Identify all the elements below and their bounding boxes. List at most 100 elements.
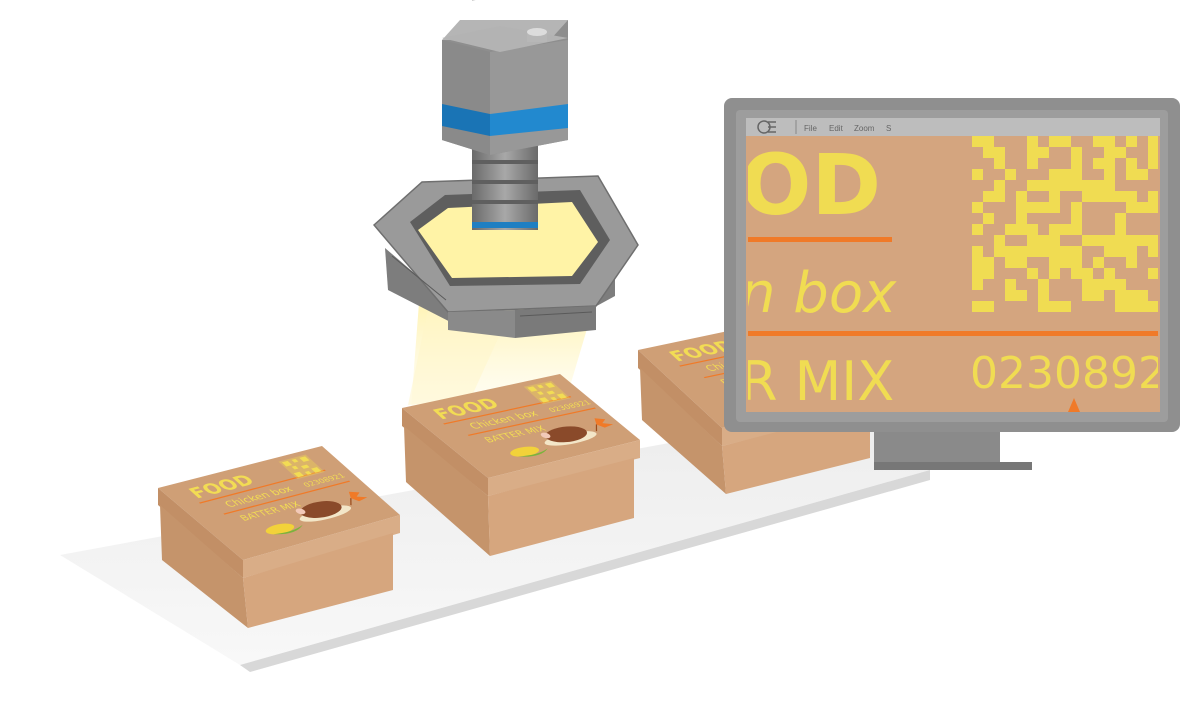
menu-file[interactable]: File bbox=[804, 124, 817, 133]
box-lid-side bbox=[158, 488, 243, 578]
qr-module bbox=[1027, 268, 1038, 279]
ring-light-icon bbox=[372, 175, 639, 338]
qr-module bbox=[1060, 301, 1071, 312]
qr-module bbox=[1038, 279, 1049, 290]
qr-module bbox=[1049, 180, 1060, 191]
qr-module bbox=[1137, 290, 1148, 301]
qr-module bbox=[1071, 158, 1082, 169]
qr-module bbox=[1049, 136, 1060, 147]
qr-module bbox=[994, 158, 1005, 169]
qr-module bbox=[1049, 191, 1060, 202]
qr-module bbox=[1049, 224, 1060, 235]
qr-module bbox=[972, 257, 983, 268]
qr-module bbox=[1005, 290, 1016, 301]
qr-module bbox=[994, 180, 1005, 191]
qr-module bbox=[1071, 180, 1082, 191]
qr-module bbox=[1104, 235, 1115, 246]
qr-module bbox=[1137, 301, 1148, 312]
qr-module bbox=[1060, 169, 1071, 180]
box-lid-side bbox=[638, 350, 722, 446]
qr-module bbox=[994, 147, 1005, 158]
roast-chicken-icon bbox=[295, 501, 352, 522]
qr-module bbox=[1093, 191, 1104, 202]
food-box-2: FOOD Chicken box BATTER MIX 02308921 bbox=[402, 374, 640, 556]
qr-module bbox=[1082, 268, 1093, 279]
qr-module bbox=[983, 268, 994, 279]
camera-icon bbox=[442, 0, 568, 230]
qr-module bbox=[1016, 202, 1027, 213]
qr-module bbox=[1049, 301, 1060, 312]
qr-module bbox=[1071, 213, 1082, 224]
qr-module bbox=[1148, 136, 1158, 147]
monitor-icon: File Edit Zoom S OD n box R MIX 0230892 bbox=[724, 98, 1180, 470]
qr-module bbox=[1049, 268, 1060, 279]
qr-module bbox=[1115, 301, 1126, 312]
box-front bbox=[488, 458, 634, 556]
qr-module bbox=[1115, 213, 1126, 224]
qr-module bbox=[1104, 268, 1115, 279]
qr-module bbox=[1071, 169, 1082, 180]
qr-module bbox=[1126, 136, 1137, 147]
monitor-screen bbox=[746, 118, 1160, 412]
qr-module bbox=[1038, 180, 1049, 191]
qr-module bbox=[994, 235, 1005, 246]
qr-module bbox=[1126, 169, 1137, 180]
qr-module bbox=[1115, 279, 1126, 290]
qr-module bbox=[1082, 235, 1093, 246]
qr-module bbox=[1115, 224, 1126, 235]
qr-module bbox=[1016, 213, 1027, 224]
qr-module bbox=[1071, 246, 1082, 257]
qr-module bbox=[1093, 180, 1104, 191]
qr-module bbox=[972, 246, 983, 257]
menu-more[interactable]: S bbox=[886, 124, 891, 133]
qr-module bbox=[1148, 268, 1158, 279]
box-lid-top bbox=[402, 374, 640, 478]
zoomed-label-view: OD n box R MIX 0230892 bbox=[740, 136, 1158, 413]
qr-module bbox=[1071, 257, 1082, 268]
qr-module bbox=[1016, 290, 1027, 301]
zoom-subtitle: n box bbox=[740, 261, 897, 326]
menu-edit[interactable]: Edit bbox=[829, 124, 844, 133]
qr-module bbox=[1082, 191, 1093, 202]
qr-module bbox=[1148, 235, 1158, 246]
qr-module bbox=[1093, 290, 1104, 301]
qr-module bbox=[1148, 202, 1158, 213]
qr-module bbox=[1027, 136, 1038, 147]
qr-module bbox=[1126, 246, 1137, 257]
qr-module bbox=[1005, 257, 1016, 268]
qr-module bbox=[1071, 224, 1082, 235]
qr-module bbox=[994, 191, 1005, 202]
zoom-product: R MIX bbox=[740, 350, 894, 413]
qr-module bbox=[1115, 246, 1126, 257]
qr-module bbox=[1093, 158, 1104, 169]
qr-module bbox=[1027, 246, 1038, 257]
qr-module bbox=[1060, 136, 1071, 147]
qr-module bbox=[1038, 246, 1049, 257]
app-logo-icon bbox=[757, 120, 776, 134]
qr-module bbox=[1148, 246, 1158, 257]
qr-module bbox=[983, 191, 994, 202]
qr-module bbox=[983, 136, 994, 147]
qr-module bbox=[1027, 180, 1038, 191]
qr-module bbox=[1115, 191, 1126, 202]
box-side bbox=[160, 505, 248, 628]
qr-code-zoom bbox=[972, 136, 1158, 312]
qr-module bbox=[994, 246, 1005, 257]
qr-module bbox=[1027, 147, 1038, 158]
qr-module bbox=[1060, 180, 1071, 191]
qr-module bbox=[1049, 169, 1060, 180]
roast-chicken-icon bbox=[540, 426, 597, 446]
qr-module bbox=[1082, 279, 1093, 290]
leaf-icon bbox=[348, 491, 368, 506]
qr-module bbox=[983, 213, 994, 224]
box-lid-side bbox=[402, 408, 488, 496]
box-side bbox=[640, 368, 726, 494]
qr-module bbox=[1071, 202, 1082, 213]
corn-icon bbox=[510, 446, 548, 457]
qr-module bbox=[1126, 257, 1137, 268]
menu-zoom[interactable]: Zoom bbox=[854, 124, 875, 133]
qr-module bbox=[983, 147, 994, 158]
qr-module bbox=[1060, 224, 1071, 235]
qr-module bbox=[1126, 235, 1137, 246]
